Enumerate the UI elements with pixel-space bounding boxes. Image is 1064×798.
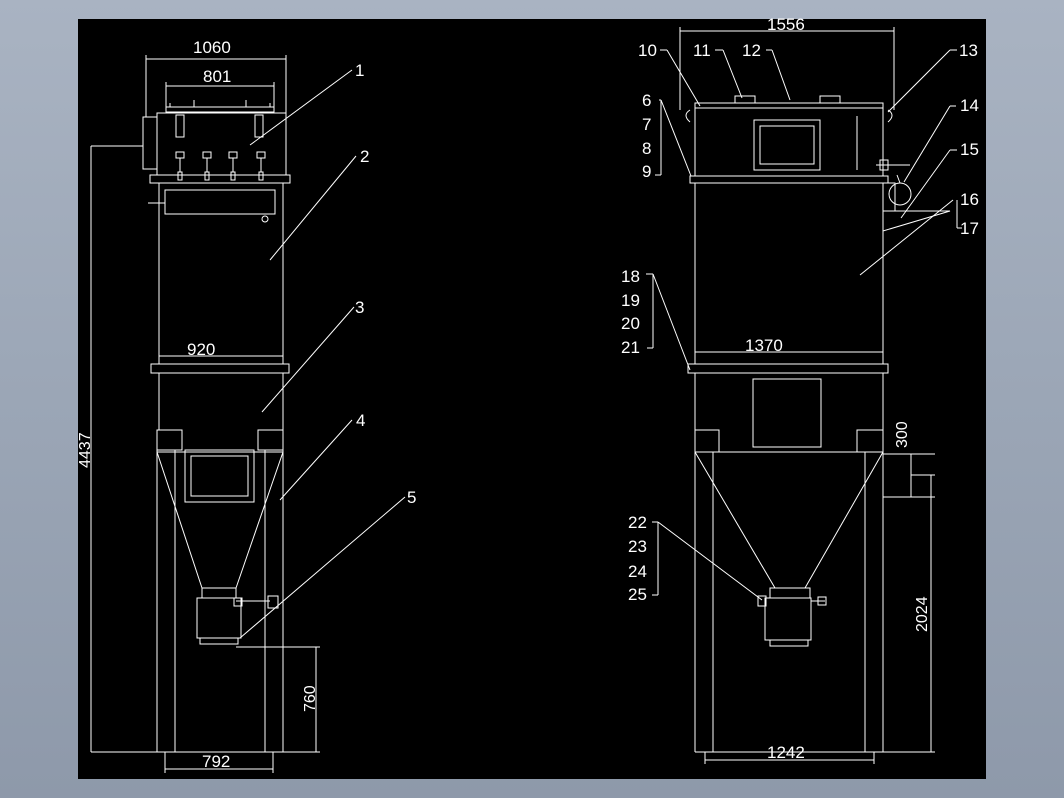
callout-14: 14 — [960, 96, 979, 115]
dim-left-body-width: 920 — [187, 340, 215, 359]
left-side-inlet-box — [142, 116, 158, 170]
callout-1: 1 — [355, 61, 364, 80]
right-bracket — [882, 210, 951, 232]
callout-17: 17 — [960, 219, 979, 238]
right-access-door — [753, 119, 821, 171]
callout-9: 9 — [642, 162, 651, 181]
dim-left-leg-span: 792 — [202, 752, 230, 771]
callout-15: 15 — [960, 140, 979, 159]
cad-viewport[interactable] — [78, 19, 986, 779]
right-mid-flange — [687, 363, 889, 374]
callout-24: 24 — [628, 562, 647, 581]
callout-2: 2 — [360, 147, 369, 166]
dim-left-flange-width: 801 — [203, 67, 231, 86]
callout-4: 4 — [356, 411, 365, 430]
callout-18: 18 — [621, 267, 640, 286]
dim-right-leg-span: 1242 — [767, 743, 805, 762]
callout-22: 22 — [628, 513, 647, 532]
left-inspection-door — [184, 449, 255, 503]
dim-right-inlet-height: 2024 — [914, 596, 931, 632]
callout-7: 7 — [642, 115, 651, 134]
right-pressure-gauge — [888, 182, 912, 206]
callout-20: 20 — [621, 314, 640, 333]
callout-8: 8 — [642, 139, 651, 158]
dim-left-outlet-height: 760 — [302, 685, 319, 712]
dim-right-top-width: 1556 — [767, 15, 805, 34]
callout-25: 25 — [628, 585, 647, 604]
right-inspection-door — [752, 378, 822, 448]
callout-6: 6 — [642, 91, 651, 110]
callout-16: 16 — [960, 190, 979, 209]
callout-11: 11 — [693, 41, 711, 60]
callout-23: 23 — [628, 537, 647, 556]
right-side-inlet — [882, 453, 912, 498]
right-rotary-valve — [764, 597, 812, 641]
callout-19: 19 — [621, 291, 640, 310]
left-view: 1060 801 920 792 4437 760 1 2 3 4 5 — [77, 38, 416, 773]
callout-13: 13 — [959, 41, 978, 60]
dim-right-inlet-size: 300 — [894, 421, 911, 448]
right-top-head — [694, 107, 884, 177]
callout-5: 5 — [407, 488, 416, 507]
callout-10: 10 — [638, 41, 657, 60]
dim-right-body-width: 1370 — [745, 336, 783, 355]
dim-left-total-height: 4437 — [77, 432, 94, 468]
callout-21: 21 — [621, 338, 640, 357]
left-mid-flange — [150, 363, 290, 374]
callout-12: 12 — [742, 41, 761, 60]
left-pulse-valves — [175, 151, 266, 181]
right-view: 1556 1370 1242 300 2024 10 11 12 13 6 7 … — [621, 15, 979, 764]
dim-left-top-width: 1060 — [193, 38, 231, 57]
callout-3: 3 — [355, 298, 364, 317]
